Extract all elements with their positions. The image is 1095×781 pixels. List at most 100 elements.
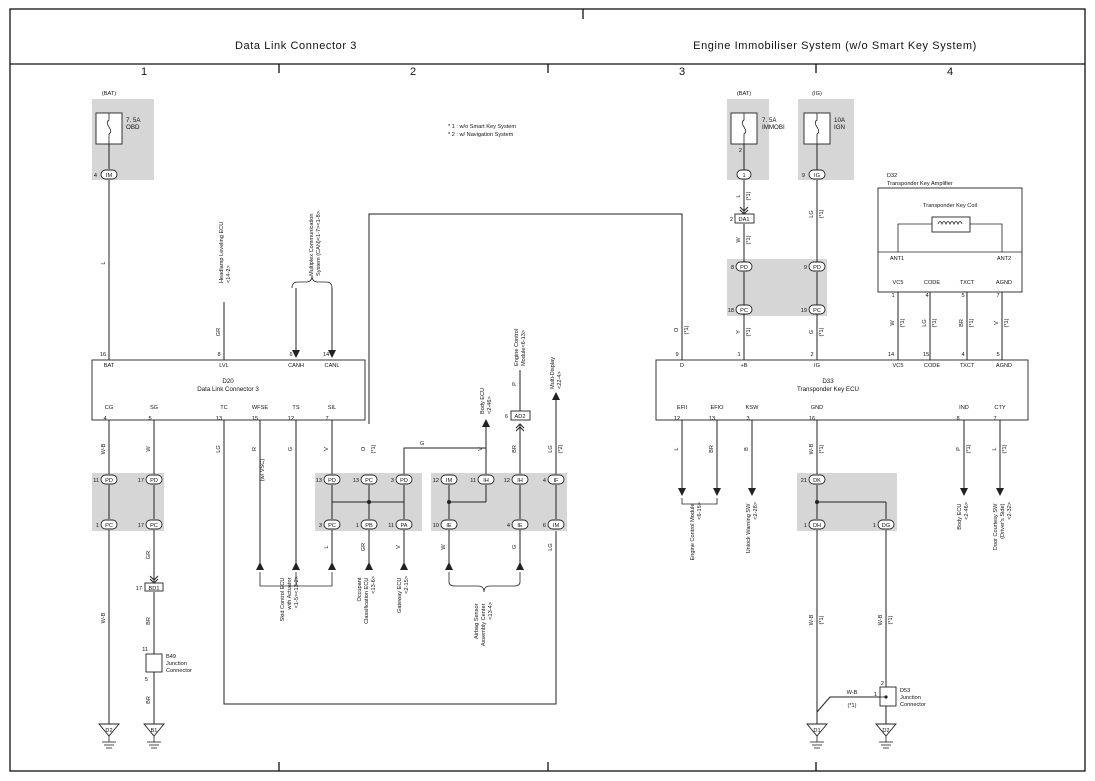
dest-multi-display: Multi-Display <22-4> — [550, 355, 563, 389]
svg-text:G: G — [512, 545, 518, 549]
svg-text:15: 15 — [252, 416, 258, 422]
svg-text:17: 17 — [138, 523, 144, 529]
svg-text:8: 8 — [956, 416, 959, 422]
svg-text:18: 18 — [728, 308, 734, 314]
svg-text:P: P — [956, 447, 962, 451]
svg-text:KSW: KSW — [746, 405, 759, 411]
svg-text:B: B — [744, 447, 750, 451]
svg-text:SIL: SIL — [328, 405, 336, 411]
connector-if — [547, 474, 565, 485]
svg-text:O: O — [674, 327, 680, 332]
connector-ih-a — [477, 474, 495, 485]
svg-text:10: 10 — [433, 523, 439, 529]
connector-pd-e — [323, 474, 341, 485]
svg-text:4: 4 — [507, 523, 510, 529]
svg-text:LG: LG — [548, 445, 554, 452]
svg-text:IM: IM — [106, 173, 113, 179]
connector-pd-b — [808, 261, 826, 272]
ground-b1: B1 — [143, 723, 165, 749]
svg-text:G: G — [420, 441, 424, 447]
svg-text:W-B: W-B — [101, 612, 107, 623]
svg-text:7. 5A: 7. 5A — [126, 117, 141, 124]
d32-transponder-key-amplifier: D32 Transponder Key Amplifier Transponde… — [877, 173, 1023, 299]
svg-text:GR: GR — [216, 328, 222, 336]
svg-text:LVL: LVL — [219, 363, 229, 369]
svg-text:B1: B1 — [151, 728, 158, 734]
svg-text:W: W — [441, 544, 447, 550]
dest-gateway-ecu: Gateway ECU <2-15> — [397, 576, 410, 613]
svg-text:(*1): (*1) — [1002, 444, 1008, 453]
junction-dots — [367, 500, 819, 504]
column-number-4: 4 — [947, 66, 953, 78]
svg-text:Transponder Key Amplifier: Transponder Key Amplifier — [887, 181, 953, 187]
svg-text:PD: PD — [105, 478, 113, 484]
svg-text:BR: BR — [959, 319, 965, 327]
b49-junction-connector: 11 5 B49 Junction Connector — [142, 647, 192, 683]
svg-text:D33: D33 — [822, 378, 834, 385]
connector-dh — [808, 519, 826, 530]
svg-text:O: O — [361, 446, 367, 451]
connector-pa — [395, 519, 413, 530]
d53-junction-connector: 2 1 D53 Junction Connector — [874, 681, 926, 708]
svg-text:(*1): (*1) — [932, 318, 938, 327]
connector-1 — [736, 169, 752, 180]
svg-text:B49: B49 — [166, 654, 176, 660]
dest-body-ecu-top: Body ECU <2-46> — [480, 386, 493, 414]
svg-text:17: 17 — [138, 478, 144, 484]
svg-text:IH: IH — [517, 478, 523, 484]
svg-text:CODE: CODE — [924, 363, 940, 369]
svg-text:W-B: W-B — [101, 443, 107, 454]
diagram-frame — [9, 8, 1086, 772]
svg-text:L: L — [101, 261, 107, 264]
svg-text:(IG): (IG) — [812, 91, 822, 97]
svg-text:(*1): (*1) — [888, 615, 894, 624]
svg-text:2: 2 — [739, 148, 742, 154]
svg-text:IH: IH — [483, 478, 489, 484]
svg-text:PD: PD — [740, 265, 748, 271]
svg-text:PD: PD — [400, 478, 408, 484]
svg-text:1: 1 — [737, 352, 740, 358]
svg-text:8: 8 — [731, 265, 734, 271]
svg-text:9: 9 — [802, 173, 805, 179]
wires-left — [108, 144, 683, 724]
svg-text:IE: IE — [517, 523, 523, 529]
connector-dg — [877, 519, 895, 530]
dest-headlamp-leveling-ecu: Headlamp Leveling ECU <14-2> — [219, 220, 232, 283]
svg-text:W: W — [146, 446, 152, 452]
svg-text:R: R — [252, 447, 258, 451]
svg-text:LG: LG — [548, 543, 554, 550]
connector-ig — [808, 169, 826, 180]
svg-text:SG: SG — [150, 405, 158, 411]
note-1: * 1 : w/o Smart Key System — [448, 124, 516, 130]
connector-ie-b — [511, 519, 529, 530]
svg-text:D20: D20 — [222, 378, 234, 385]
svg-text:4: 4 — [925, 293, 928, 299]
wire-labels: L GR W-B W LG R (w/ VSC) G V O (*1) G V … — [101, 191, 1010, 709]
connector-ad2 — [510, 410, 531, 421]
connector-pc-d — [145, 519, 163, 530]
svg-text:D: D — [680, 363, 684, 369]
d20-data-link-connector: D20 Data Link Connector 3 BAT LVL CANH C… — [91, 352, 366, 422]
svg-text:(*1): (*1) — [746, 327, 752, 336]
svg-text:9: 9 — [675, 352, 678, 358]
connector-ih-b — [511, 474, 529, 485]
svg-text:15: 15 — [923, 352, 929, 358]
svg-text:11: 11 — [142, 647, 148, 653]
svg-text:4: 4 — [543, 478, 546, 484]
svg-text:12: 12 — [674, 416, 680, 422]
svg-text:DH: DH — [813, 523, 821, 529]
svg-text:PB: PB — [365, 523, 373, 529]
dest-multiplex-communication: Multiplex Communication System (CAN)<1-7… — [309, 211, 322, 276]
svg-text:IGN: IGN — [834, 124, 845, 131]
dest-engine-control-module-bottom: Engine Control Module <6-15> — [690, 502, 703, 560]
svg-text:PC: PC — [365, 478, 373, 484]
svg-text:L: L — [736, 194, 742, 197]
svg-text:V: V — [324, 447, 330, 451]
dest-door-courtesy-sw: Door Courtesy SW (Driver's Side) <2-32> — [993, 502, 1013, 550]
svg-text:Y: Y — [736, 330, 742, 334]
svg-text:IM: IM — [553, 523, 560, 529]
svg-text:1: 1 — [873, 523, 876, 529]
svg-text:3: 3 — [746, 416, 749, 422]
svg-text:IM: IM — [446, 478, 453, 484]
